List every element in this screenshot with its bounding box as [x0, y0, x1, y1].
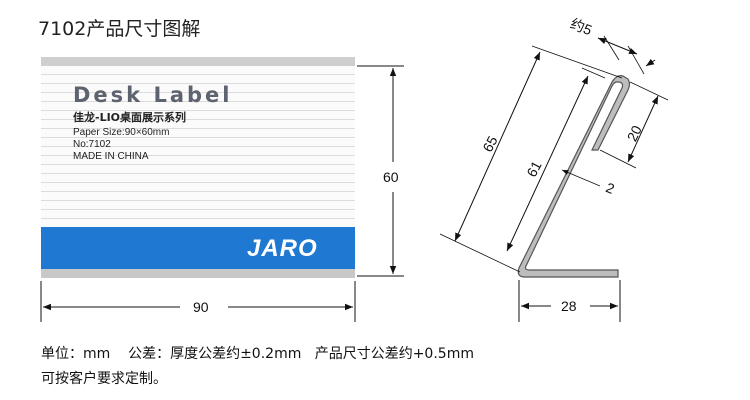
inner-length-value: 61: [523, 158, 545, 179]
height-dimension: 60: [357, 65, 404, 277]
base-value: 28: [561, 298, 577, 314]
inner-length-dimension: 61: [506, 67, 606, 252]
card-series: 佳龙-LIO桌面展示系列: [73, 111, 187, 124]
width-dimension: 90: [40, 281, 356, 322]
lip-dimension: 20: [599, 81, 669, 169]
card-paper-size: Paper Size:90×60mm: [73, 127, 170, 138]
top-gap-value: 约5: [568, 15, 594, 38]
lip-value: 20: [624, 123, 645, 144]
page-title: 7102产品尺寸图解: [38, 18, 201, 40]
base-dimension: 28: [518, 280, 621, 322]
card-model-no: No:7102: [73, 139, 111, 150]
card-origin: MADE IN CHINA: [73, 151, 149, 162]
brand-logo: JARO: [247, 235, 318, 262]
label-card: Desk Label 佳龙-LIO桌面展示系列 Paper Size:90×60…: [41, 57, 355, 278]
card-bottom-edge: [41, 269, 355, 278]
custom-note: 可按客户要求定制。: [41, 371, 167, 387]
card-heading: Desk Label: [73, 83, 233, 107]
top-gap-dimension: 约5: [568, 15, 645, 75]
width-value: 90: [193, 299, 209, 315]
height-value: 60: [383, 169, 399, 185]
card-blue-band: [41, 227, 355, 269]
length-value: 65: [479, 133, 501, 154]
thickness-value: 2: [604, 179, 617, 197]
units-note: 单位：mm 公差：厚度公差约±0.2mm 产品尺寸公差约+0.5mm: [41, 346, 474, 362]
